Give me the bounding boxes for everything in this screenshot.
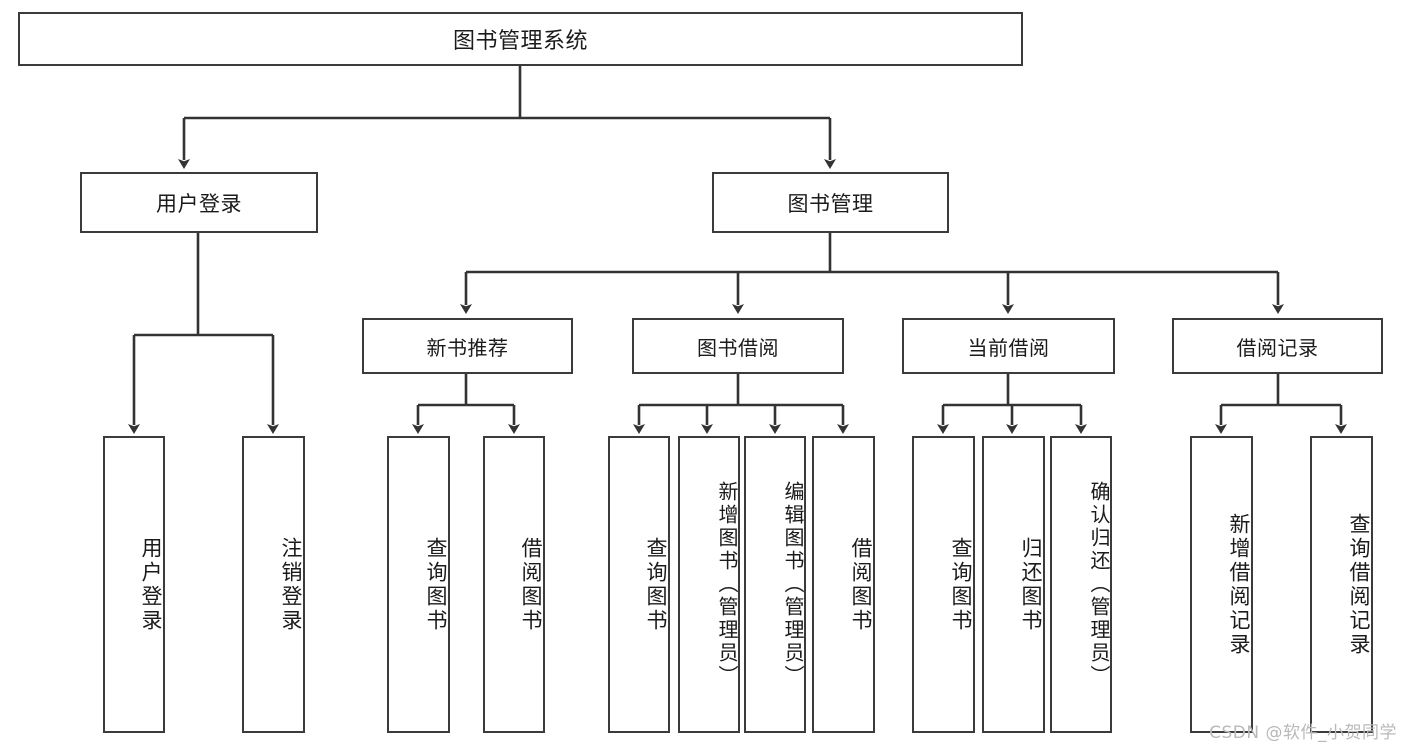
node-book-borrow[interactable]: 图书借阅 (632, 318, 844, 374)
leaf-edit-book-admin-label: 编辑图书（管理员） (781, 481, 805, 688)
node-new-book-recommend[interactable]: 新书推荐 (362, 318, 573, 374)
leaf-edit-book-admin[interactable]: 编辑图书（管理员） (744, 436, 806, 733)
leaf-query-book-current[interactable]: 查询图书 (912, 436, 975, 733)
node-borrow-record[interactable]: 借阅记录 (1172, 318, 1383, 374)
leaf-query-book-borrow-label: 查询图书 (644, 536, 668, 633)
leaf-return-book-label: 归还图书 (1019, 536, 1043, 633)
node-root[interactable]: 图书管理系统 (18, 12, 1023, 66)
watermark: CSDN @软件_小贺同学 (1209, 723, 1397, 743)
leaf-user-login-label: 用户登录 (139, 536, 163, 633)
leaf-borrow-book-recommend[interactable]: 借阅图书 (483, 436, 545, 733)
node-current-borrow-label: 当前借阅 (967, 335, 1050, 360)
node-borrow-record-label: 借阅记录 (1236, 335, 1319, 360)
leaf-user-login[interactable]: 用户登录 (103, 436, 165, 733)
node-book-management[interactable]: 图书管理 (712, 172, 949, 233)
leaf-return-book[interactable]: 归还图书 (982, 436, 1045, 733)
node-current-borrow[interactable]: 当前借阅 (902, 318, 1115, 374)
node-book-management-label: 图书管理 (787, 191, 874, 216)
leaf-borrow-book-recommend-label: 借阅图书 (519, 536, 543, 633)
node-root-label: 图书管理系统 (452, 29, 588, 54)
leaf-query-borrow-record[interactable]: 查询借阅记录 (1310, 436, 1373, 733)
leaf-borrow-book[interactable]: 借阅图书 (812, 436, 875, 733)
leaf-confirm-return-admin[interactable]: 确认归还（管理员） (1050, 436, 1112, 733)
leaf-query-book-current-label: 查询图书 (949, 536, 973, 633)
leaf-confirm-return-admin-label: 确认归还（管理员） (1087, 481, 1111, 688)
node-user-login-label: 用户登录 (156, 191, 242, 216)
node-book-borrow-label: 图书借阅 (697, 335, 779, 360)
leaf-query-borrow-record-label: 查询借阅记录 (1347, 512, 1371, 657)
node-user-login[interactable]: 用户登录 (80, 172, 318, 233)
leaf-query-book-recommend-label: 查询图书 (424, 536, 448, 633)
leaf-add-borrow-record-label: 新增借阅记录 (1227, 512, 1251, 657)
leaf-add-book-admin-label: 新增图书（管理员） (715, 481, 739, 688)
leaf-logout-label: 注销登录 (279, 536, 303, 633)
leaf-add-borrow-record[interactable]: 新增借阅记录 (1190, 436, 1253, 733)
leaf-borrow-book-label: 借阅图书 (849, 536, 873, 633)
leaf-query-book-recommend[interactable]: 查询图书 (387, 436, 450, 733)
leaf-logout[interactable]: 注销登录 (242, 436, 305, 733)
leaf-query-book-borrow[interactable]: 查询图书 (608, 436, 670, 733)
leaf-add-book-admin[interactable]: 新增图书（管理员） (678, 436, 740, 733)
node-new-book-recommend-label: 新书推荐 (426, 335, 509, 360)
